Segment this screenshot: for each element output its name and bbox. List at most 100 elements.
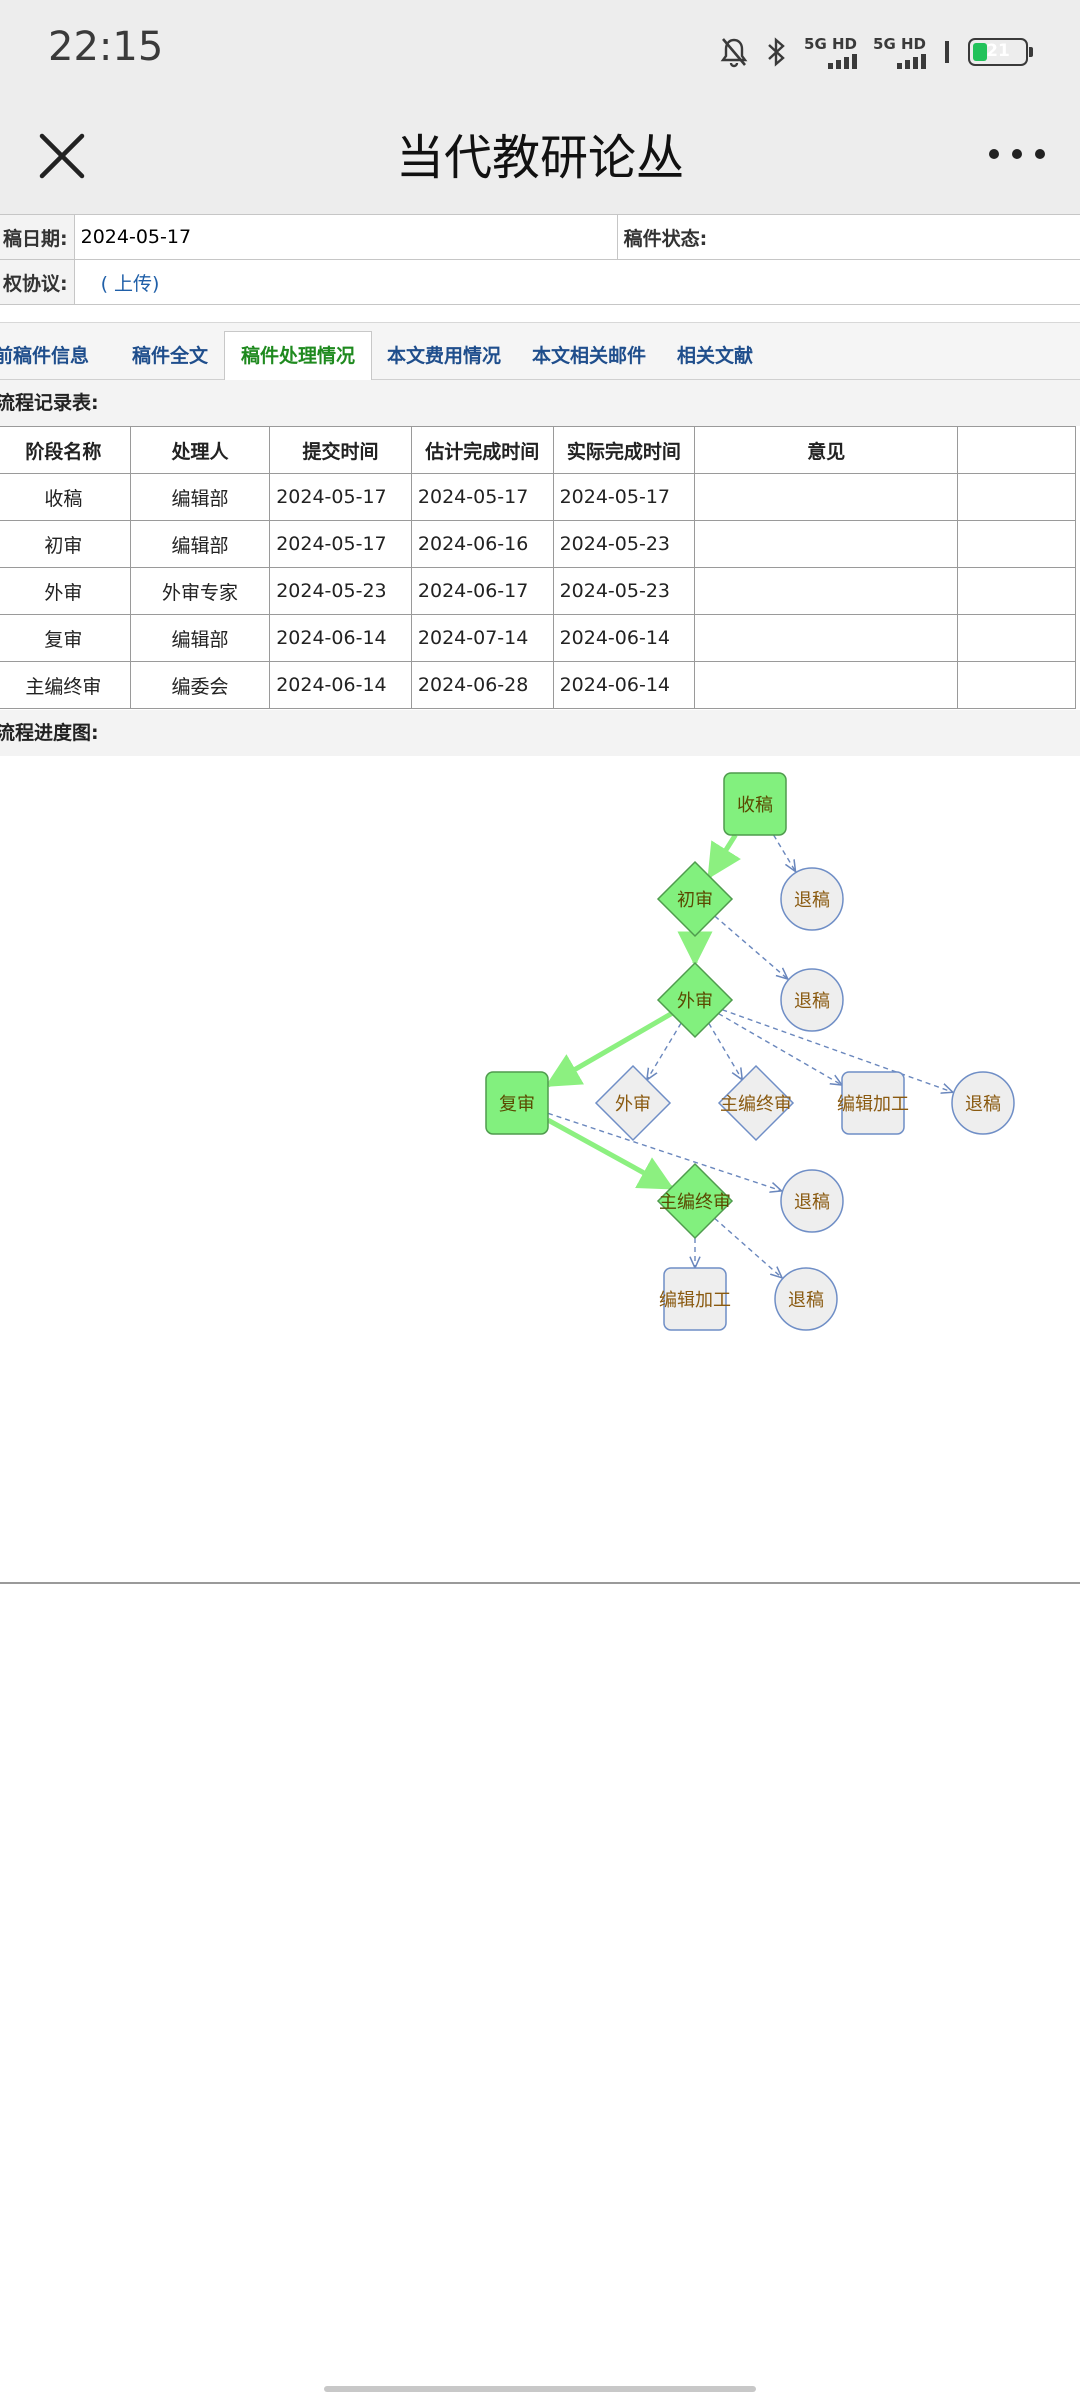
home-indicator[interactable] xyxy=(324,2386,756,2392)
cell-extra xyxy=(957,567,1076,615)
tab-related-literature[interactable]: 相关文献 xyxy=(677,345,754,367)
cell-stage: 外审 xyxy=(0,567,131,615)
cell-stage: 初审 xyxy=(0,520,131,568)
flow-edge-n1-n2 xyxy=(772,834,796,872)
table-row: 复审 编辑部 2024-06-14 2024-07-14 2024-06-14 xyxy=(0,614,1076,662)
cell-actual-finish: 2024-06-14 xyxy=(552,614,696,662)
manuscript-status-value xyxy=(713,214,1080,260)
tab-current-manuscript-info[interactable]: 前稿件信息 xyxy=(0,345,90,367)
flow-node-n6: 复审 xyxy=(485,1071,549,1135)
tab-processing-status[interactable]: 稿件处理情况 xyxy=(224,331,373,382)
flow-node-n8: 主编终审 xyxy=(717,1064,795,1142)
flow-node-label: 主编终审 xyxy=(720,1094,792,1115)
upload-agreement-link[interactable]: ( 上传) xyxy=(100,272,160,295)
flow-node-n1: 收稿 xyxy=(723,772,787,836)
cell-estimated-finish: 2024-06-16 xyxy=(410,520,554,568)
title-bar: 当代教研论丛 xyxy=(0,100,1080,214)
flow-node-n10: 退稿 xyxy=(951,1071,1015,1135)
flow-node-n9: 编辑加工 xyxy=(837,1071,909,1135)
flow-edge-n1-n3 xyxy=(707,833,741,880)
col-extra xyxy=(957,426,1076,474)
cell-actual-finish: 2024-06-14 xyxy=(552,661,696,709)
flow-node-n12: 退稿 xyxy=(780,1169,844,1233)
cell-submit-time: 2024-05-17 xyxy=(269,473,412,521)
col-actual-finish: 实际完成时间 xyxy=(552,426,696,474)
flow-edge-n5-n10 xyxy=(722,1009,953,1092)
cell-actual-finish: 2024-05-23 xyxy=(552,567,696,615)
tab-fee-status[interactable]: 本文费用情况 xyxy=(387,345,502,367)
flow-node-n4: 退稿 xyxy=(780,968,844,1032)
status-bar: 22:15 5G HD 5G HD 21 xyxy=(0,0,1080,100)
flow-node-n5: 外审 xyxy=(656,961,734,1039)
bluetooth-icon xyxy=(768,37,785,67)
sim1-signal: 5G HD xyxy=(804,34,858,69)
tab-full-text[interactable]: 稿件全文 xyxy=(132,345,209,367)
flow-node-shape xyxy=(717,1064,795,1142)
flow-node-label: 退稿 xyxy=(788,1290,824,1311)
flow-node-label: 初审 xyxy=(677,890,713,911)
mute-bell-icon xyxy=(720,38,748,68)
flow-node-shape xyxy=(485,1071,549,1135)
flow-node-label: 退稿 xyxy=(965,1094,1001,1115)
sim2-signal: 5G HD xyxy=(873,36,926,69)
manuscript-status-label: 稿件状态: xyxy=(616,214,714,260)
cell-handler: 外审专家 xyxy=(129,567,271,615)
cell-opinion xyxy=(694,661,959,709)
flow-node-label: 编辑加工 xyxy=(659,1290,731,1311)
cell-estimated-finish: 2024-06-28 xyxy=(410,661,554,709)
tab-bar: 前稿件信息 稿件全文 稿件处理情况 本文费用情况 本文相关邮件 相关文献 xyxy=(0,322,1080,382)
col-estimated-finish: 估计完成时间 xyxy=(410,426,554,474)
cell-handler: 编委会 xyxy=(129,661,271,709)
status-time: 22:15 xyxy=(48,24,164,70)
cell-extra xyxy=(957,473,1076,521)
cell-handler: 编辑部 xyxy=(129,614,271,662)
flow-node-n13: 编辑加工 xyxy=(659,1267,731,1331)
flow-edge-n5-n6 xyxy=(544,1011,673,1088)
battery-level: 21 xyxy=(986,41,1010,61)
process-records-table: 阶段名称 处理人 提交时间 估计完成时间 实际完成时间 意见 收稿 编辑部 20… xyxy=(0,426,1076,709)
cell-opinion xyxy=(694,614,959,662)
flow-node-label: 退稿 xyxy=(794,991,830,1012)
flow-node-shape xyxy=(951,1071,1015,1135)
flow-node-n3: 初审 xyxy=(656,860,734,938)
cell-opinion xyxy=(694,567,959,615)
table-header-row: 阶段名称 处理人 提交时间 估计完成时间 实际完成时间 意见 xyxy=(0,426,1076,474)
flow-node-label: 退稿 xyxy=(794,890,830,911)
cell-stage: 复审 xyxy=(0,614,131,662)
cell-opinion xyxy=(694,473,959,521)
close-icon[interactable] xyxy=(30,124,94,188)
flow-node-shape xyxy=(780,1169,844,1233)
cell-estimated-finish: 2024-07-14 xyxy=(410,614,554,662)
flow-node-shape xyxy=(780,867,844,931)
copyright-agreement-label: 权协议: xyxy=(0,259,75,305)
cell-submit-time: 2024-05-17 xyxy=(269,520,412,568)
more-options-icon[interactable] xyxy=(984,134,1050,174)
sim2-label: 5G HD xyxy=(873,34,926,53)
submission-date-value: 2024-05-17 xyxy=(73,214,618,260)
flow-edge-n5-n7 xyxy=(647,1022,682,1080)
cell-extra xyxy=(957,614,1076,662)
process-flow-diagram: 收稿退稿初审退稿外审复审外审主编终审编辑加工退稿主编终审退稿编辑加工退稿 xyxy=(0,772,1080,1584)
cell-extra xyxy=(957,661,1076,709)
tab-related-emails[interactable]: 本文相关邮件 xyxy=(532,345,647,367)
flow-edge-n5-n9 xyxy=(718,1012,842,1085)
records-section-title: 流程记录表: xyxy=(0,380,1080,426)
flow-node-label: 收稿 xyxy=(737,795,773,816)
col-opinion: 意见 xyxy=(694,426,959,474)
sim1-label: 5G HD xyxy=(804,34,858,53)
cell-estimated-finish: 2024-05-17 xyxy=(410,473,554,521)
progress-section-label: 流程进度图: xyxy=(0,722,99,744)
cell-stage: 主编终审 xyxy=(0,661,131,709)
flow-node-shape xyxy=(723,772,787,836)
flow-node-shape xyxy=(780,968,844,1032)
flow-node-shape xyxy=(594,1064,672,1142)
page-title: 当代教研论丛 xyxy=(395,130,684,186)
flow-node-n11: 主编终审 xyxy=(656,1162,734,1240)
charging-icon xyxy=(945,41,949,63)
flow-node-label: 编辑加工 xyxy=(837,1094,909,1115)
cell-actual-finish: 2024-05-23 xyxy=(552,520,696,568)
cell-handler: 编辑部 xyxy=(129,520,271,568)
col-stage-name: 阶段名称 xyxy=(0,426,131,474)
cell-actual-finish: 2024-05-17 xyxy=(552,473,696,521)
flow-node-shape xyxy=(663,1267,727,1331)
